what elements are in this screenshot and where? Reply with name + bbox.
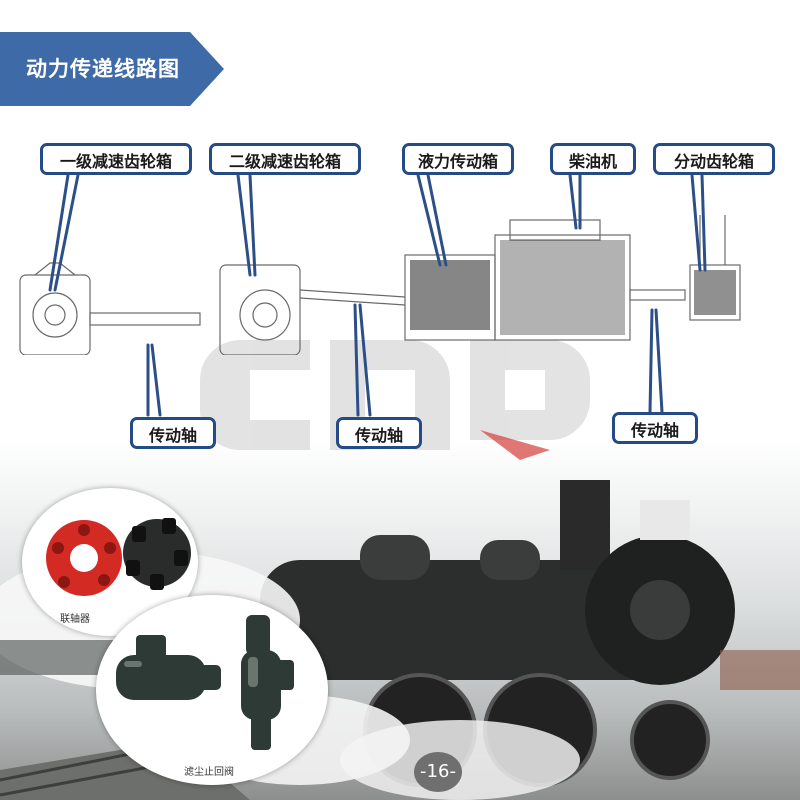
label-hydraulic-transmission: 液力传动箱 xyxy=(402,143,514,175)
label-reduction-gearbox-2: 二级减速齿轮箱 xyxy=(209,143,361,175)
check-valve-image xyxy=(116,615,294,750)
coupling-image xyxy=(46,518,191,596)
page-title: 动力传递线路图 xyxy=(26,57,180,81)
label-drive-shaft-2: 传动轴 xyxy=(336,417,422,449)
title-banner xyxy=(0,32,224,106)
label-drive-shaft-1: 传动轴 xyxy=(130,417,216,449)
label-reduction-gearbox-1: 一级减速齿轮箱 xyxy=(40,143,192,175)
label-drive-shaft-3: 传动轴 xyxy=(612,412,698,444)
page-number: -16- xyxy=(414,752,462,792)
coupling-caption: 联轴器 xyxy=(60,614,90,625)
check-valve-caption: 滤尘止回阀 xyxy=(184,767,234,778)
check-valve-product-circle: 滤尘止回阀 xyxy=(96,595,328,785)
label-transfer-gearbox: 分动齿轮箱 xyxy=(653,143,775,175)
label-pointer-lines xyxy=(48,173,707,417)
label-diesel-engine: 柴油机 xyxy=(550,143,636,175)
drivetrain-drawing xyxy=(19,215,741,355)
